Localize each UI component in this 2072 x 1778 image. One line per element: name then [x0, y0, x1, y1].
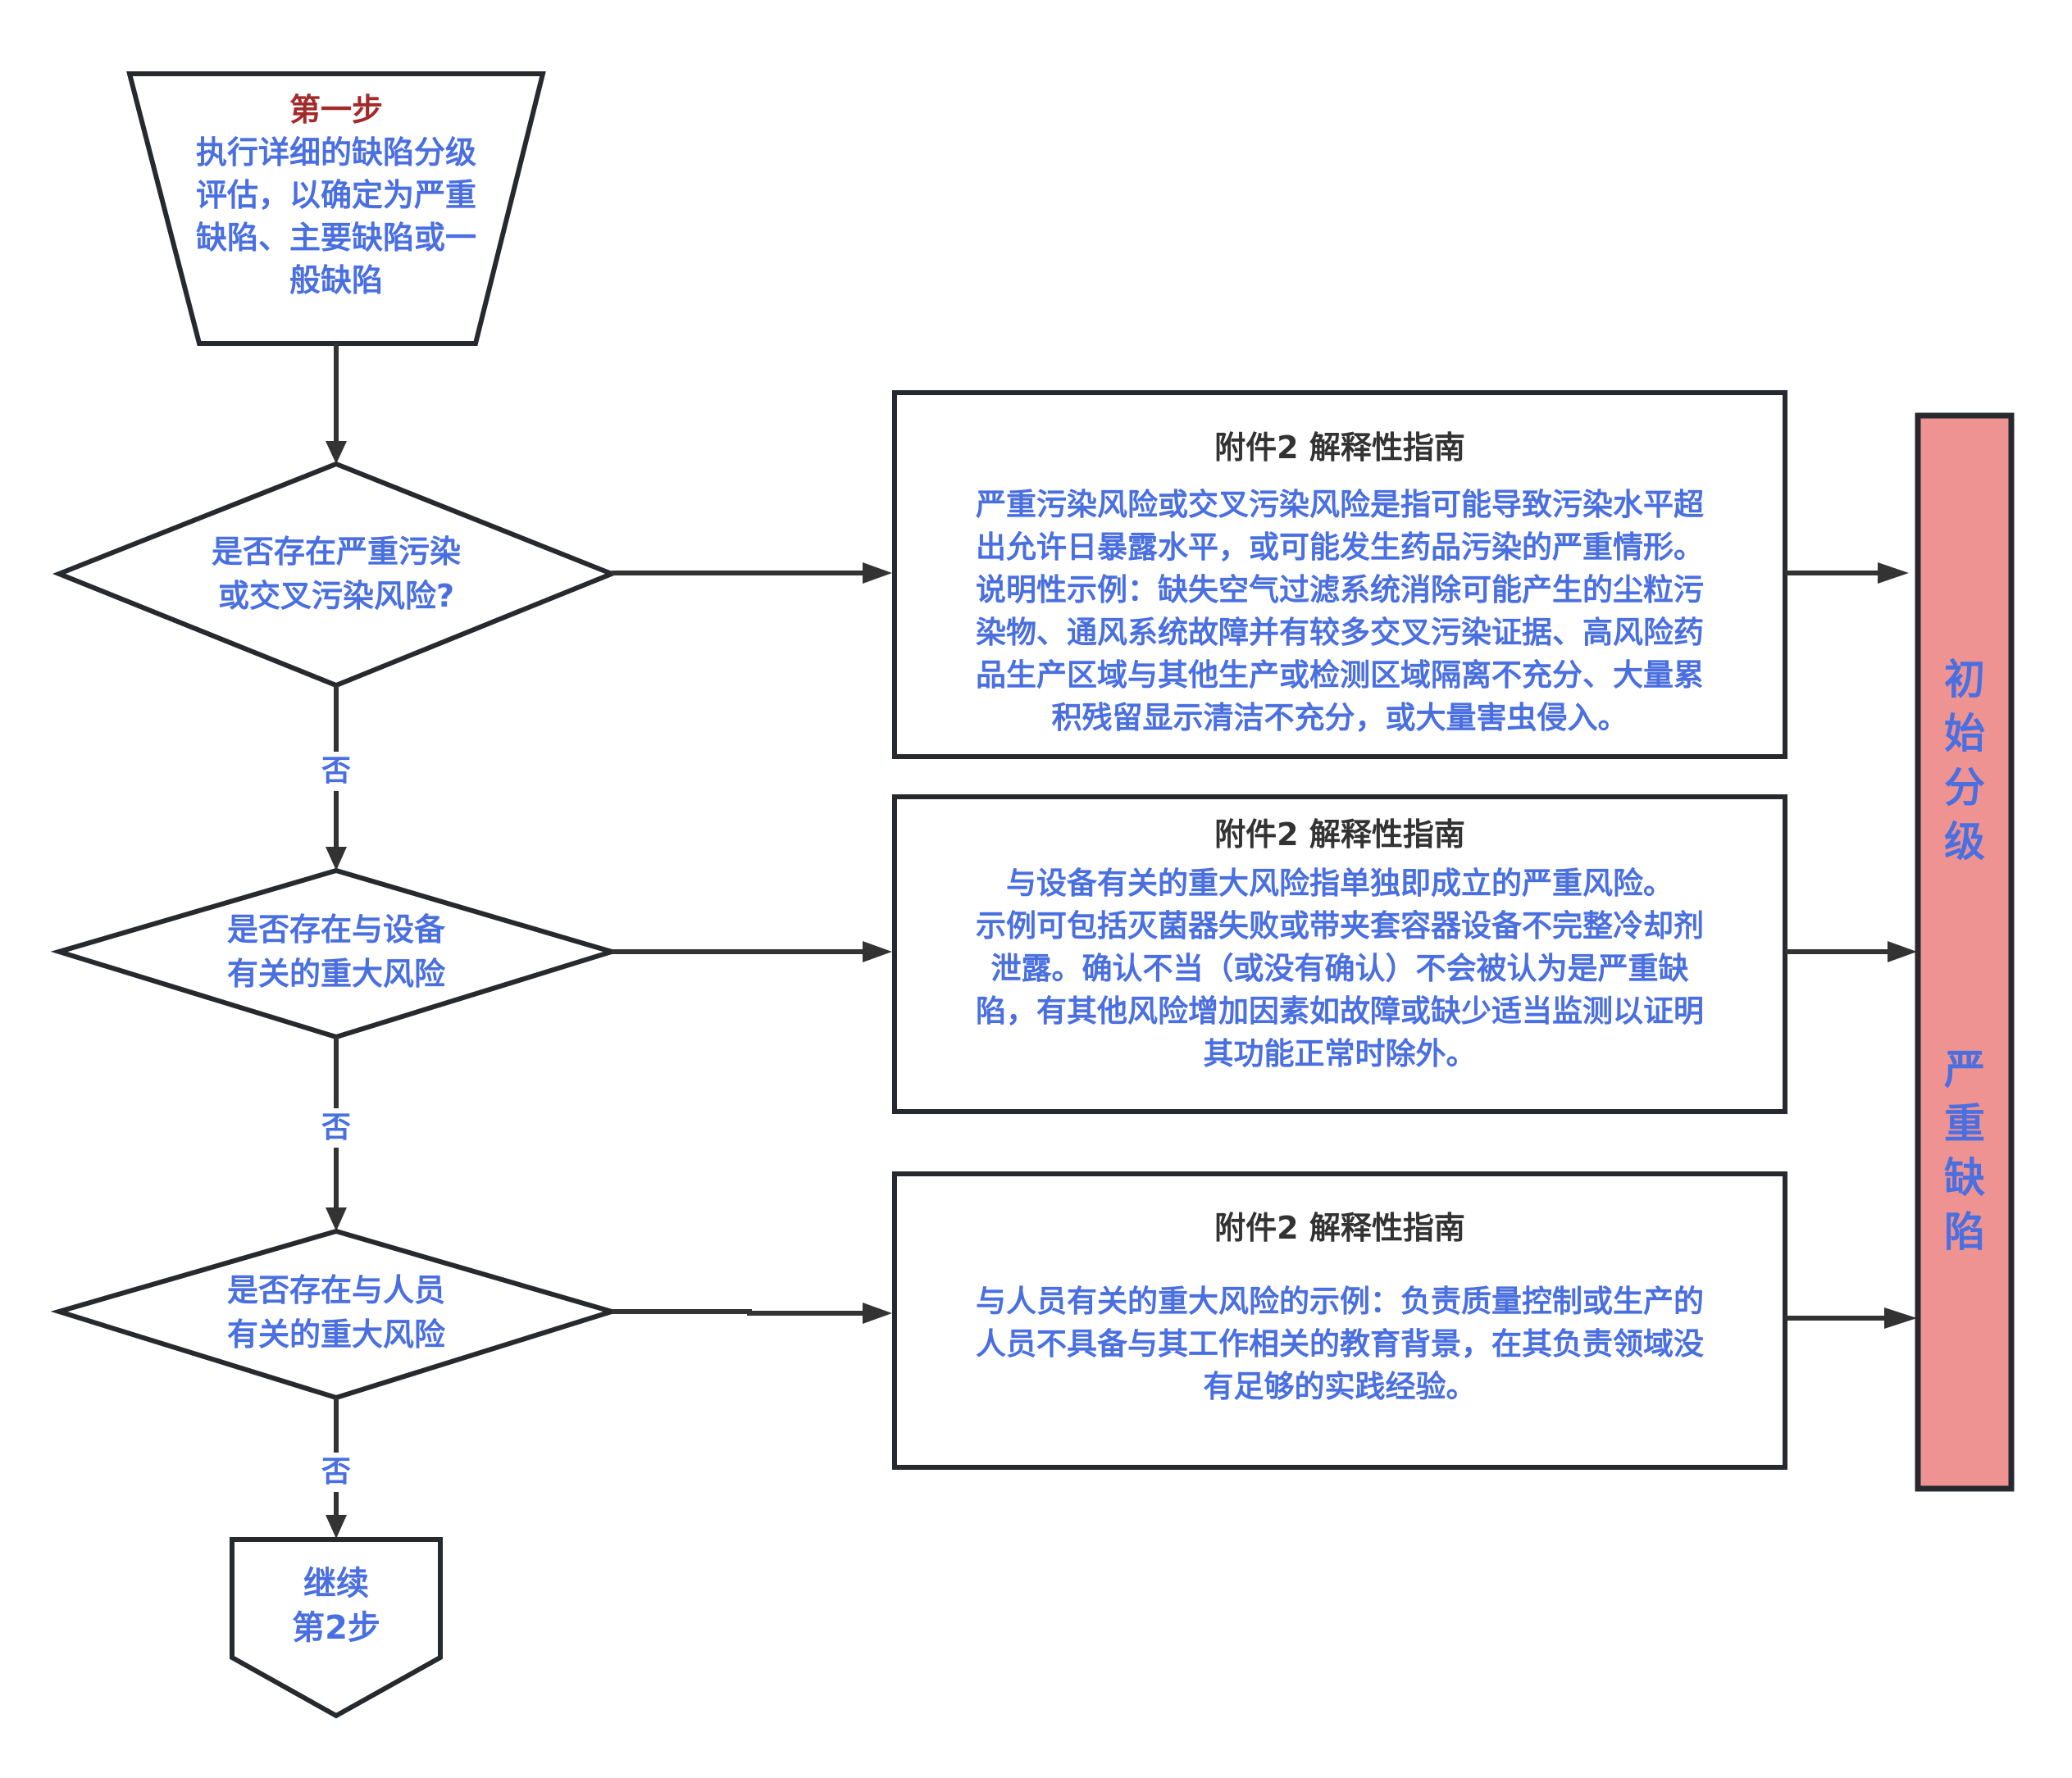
result-critical-defect-shape [1915, 412, 2015, 1492]
result-char: 陷 [1944, 1208, 1985, 1256]
arrowhead [863, 1303, 892, 1324]
arrowhead [326, 441, 347, 464]
guidance-box-3-line: 有足够的实践经验。 [1203, 1369, 1477, 1404]
guidance-box-2: 附件2 解释性指南 与设备有关的重大风险指单独即成立的严重风险。 示例可包括灭菌… [902, 813, 1778, 1075]
arrowhead [326, 1207, 347, 1231]
decision-2-line: 有关的重大风险 [226, 956, 445, 992]
guidance-box-1: 附件2 解释性指南 严重污染风险或交叉污染风险是指可能导致污染水平超 出允许日暴… [902, 426, 1778, 739]
guidance-box-2-line: 陷，有其他风险增加因素如故障或缺少适当监测以证明 [976, 994, 1704, 1029]
guidance-box-2-line: 泄露。确认不当（或没有确认）不会被认为是严重缺 [990, 951, 1689, 986]
decision-1-text: 是否存在严重污染 或交叉污染风险? [164, 530, 508, 618]
decision-2-text: 是否存在与设备 有关的重大风险 [164, 907, 508, 996]
decision-2-line: 是否存在与设备 [226, 912, 445, 948]
start-step-body-line: 评估，以确定为严重 [195, 177, 476, 213]
next-step-text: 继续 第2步 [238, 1562, 435, 1650]
guidance-box-1-line: 积残留显示清洁不充分，或大量害虫侵入。 [1051, 700, 1628, 735]
arrowhead [863, 562, 892, 584]
next-step-line: 继续 [303, 1565, 369, 1603]
decision-3-line: 是否存在与人员 [226, 1272, 445, 1308]
result-char: 级 [1944, 818, 1985, 866]
decision-1-no-label: 否 [316, 752, 357, 791]
connector-decision-3-to-guidance-3 [612, 1309, 868, 1316]
arrowhead [863, 941, 892, 962]
arrowhead [1888, 941, 1917, 962]
guidance-box-2-title: 附件2 解释性指南 [1214, 816, 1465, 853]
arrowhead [1878, 562, 1909, 584]
result-char: 严 [1944, 1046, 1985, 1094]
guidance-box-3-line: 与人员有关的重大风险的示例：负责质量控制或生产的 [976, 1284, 1704, 1319]
result-char: 分 [1944, 764, 1985, 812]
decision-1-line: 是否存在严重污染 [211, 534, 461, 570]
decision-2-no-label: 否 [316, 1108, 357, 1148]
decision-3-line: 有关的重大风险 [226, 1316, 445, 1353]
start-step-body-line: 执行详细的缺陷分级 [195, 134, 476, 171]
guidance-box-1-line: 严重污染风险或交叉污染风险是指可能导致污染水平超 [976, 487, 1704, 522]
start-step-body-line: 般缺陷 [289, 262, 383, 298]
next-step-line: 第2步 [292, 1609, 380, 1647]
guidance-box-3-line: 人员不具备与其工作相关的教育背景，在其负责领域没 [976, 1326, 1704, 1362]
start-step-shape [126, 71, 546, 346]
guidance-box-2-line: 与设备有关的重大风险指单独即成立的严重风险。 [1006, 866, 1674, 901]
guidance-box-1-shape [892, 390, 1787, 759]
decision-1-line: 或交叉污染风险? [217, 578, 455, 614]
guidance-box-2-line: 示例可包括灭菌器失败或带夹套容器设备不完整冷却剂 [976, 908, 1704, 944]
next-step-shape [230, 1537, 443, 1719]
guidance-box-1-line: 品生产区域与其他生产或检测区域隔离不充分、大量累 [976, 657, 1704, 693]
result-label-initial-grading: 初 始 分 级 [1940, 653, 1989, 869]
guidance-box-1-line: 染物、通风系统故障并有较多交叉污染证据、高风险药 [976, 615, 1704, 650]
result-char: 始 [1944, 710, 1985, 757]
start-step-title: 第一步 [289, 92, 383, 128]
guidance-box-3-title: 附件2 解释性指南 [1214, 1210, 1465, 1246]
guidance-box-1-line: 说明性示例：缺失空气过滤系统消除可能产生的尘粒污 [976, 572, 1704, 607]
result-label-critical-defect: 严 重 缺 陷 [1940, 1043, 1989, 1259]
guidance-box-1-line: 出允许日暴露水平，或可能发生药品污染的严重情形。 [976, 530, 1704, 565]
result-char: 初 [1944, 656, 1985, 703]
decision-3-no-label: 否 [316, 1453, 357, 1492]
guidance-box-3-shape [892, 1171, 1787, 1470]
result-char: 重 [1944, 1100, 1985, 1148]
guidance-box-2-line: 其功能正常时除外。 [1203, 1036, 1477, 1071]
decision-3-text: 是否存在与人员 有关的重大风险 [164, 1268, 508, 1357]
guidance-box-1-title: 附件2 解释性指南 [1214, 430, 1465, 466]
start-step-body-line: 缺陷、主要缺陷或一 [195, 220, 476, 256]
guidance-box-3: 附件2 解释性指南 与人员有关的重大风险的示例：负责质量控制或生产的 人员不具备… [902, 1207, 1778, 1408]
arrowhead [326, 1515, 347, 1539]
arrowhead [1884, 1307, 1917, 1329]
start-step: 第一步 执行详细的缺陷分级 评估，以确定为严重 缺陷、主要缺陷或一 般缺陷 [172, 89, 500, 302]
result-char: 缺 [1944, 1154, 1985, 1202]
arrowhead [326, 847, 347, 871]
